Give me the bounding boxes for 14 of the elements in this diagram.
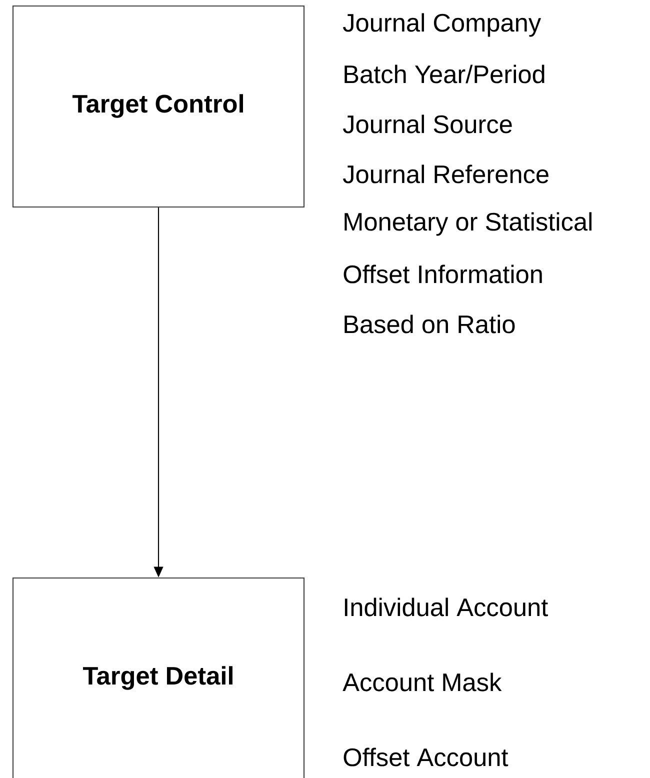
field-label: Account Mask: [342, 672, 502, 692]
field-label: Batch Year/Period: [344, 64, 544, 84]
field-label: Individual Account: [344, 598, 548, 616]
process-box: [12, 5, 305, 208]
field-label: Monetary or Statistical: [344, 212, 592, 236]
field-label: Journal Source: [343, 114, 512, 134]
box-title: Target Detail: [83, 666, 232, 690]
box-title: Target Control: [72, 94, 243, 118]
field-label: Journal Company: [343, 13, 542, 37]
field-label: Journal Reference: [343, 164, 548, 184]
field-label: Based on Ratio: [344, 314, 515, 334]
field-label: Offset Account: [344, 748, 508, 766]
field-label: Offset Information: [344, 264, 542, 284]
process-box: [12, 577, 305, 778]
